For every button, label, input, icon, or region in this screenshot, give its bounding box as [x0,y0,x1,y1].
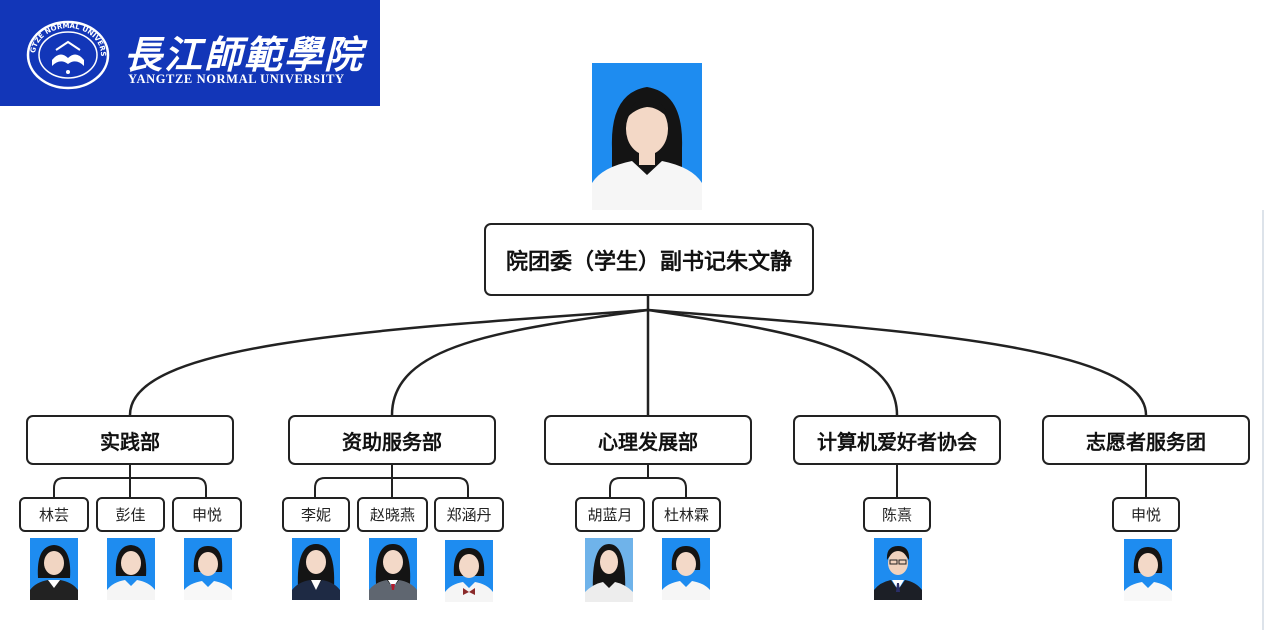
university-name-en: YANGTZE NORMAL UNIVERSITY [128,72,345,86]
member-photo [30,538,78,600]
member-name-box: 李妮 [282,497,350,532]
member-name-box: 申悦 [1112,497,1180,532]
member-photo [1124,539,1172,601]
dept-box-aid-service: 资助服务部 [288,415,496,465]
dept-box-computer-club: 计算机爱好者协会 [793,415,1001,465]
university-name-cn: 長江師範學院 [124,32,365,77]
member-name-box: 赵晓燕 [357,497,428,532]
photo-vice-secretary [592,63,702,210]
member-name-box: 林芸 [19,497,89,532]
member-photo [662,538,710,600]
member-name-box: 胡蓝月 [575,497,645,532]
member-photo [184,538,232,600]
member-name-box: 郑涵丹 [434,497,504,532]
member-photo [369,538,417,600]
dept-box-volunteer: 志愿者服务团 [1042,415,1250,465]
dept-box-psychology: 心理发展部 [544,415,752,465]
right-edge-divider [1262,210,1264,630]
member-photo [107,538,155,600]
member-photo [292,538,340,600]
svg-text:YANGTZE NORMAL UNIVERSITY: YANGTZE NORMAL UNIVERSITY [26,20,107,57]
member-name-box: 杜林霖 [652,497,721,532]
university-seal-icon: YANGTZE NORMAL UNIVERSITY [22,14,110,90]
dept-box-practice: 实践部 [26,415,234,465]
member-name-box: 申悦 [172,497,242,532]
member-photo [445,540,493,602]
member-name-box: 陈熹 [863,497,931,532]
university-logo-banner: YANGTZE NORMAL UNIVERSITY 長江師範學院 YANGTZE… [0,0,380,106]
member-photo [585,538,633,602]
member-photo [874,538,922,600]
member-name-box: 彭佳 [96,497,165,532]
root-vice-secretary-box: 院团委（学生）副书记朱文静 [484,223,814,296]
